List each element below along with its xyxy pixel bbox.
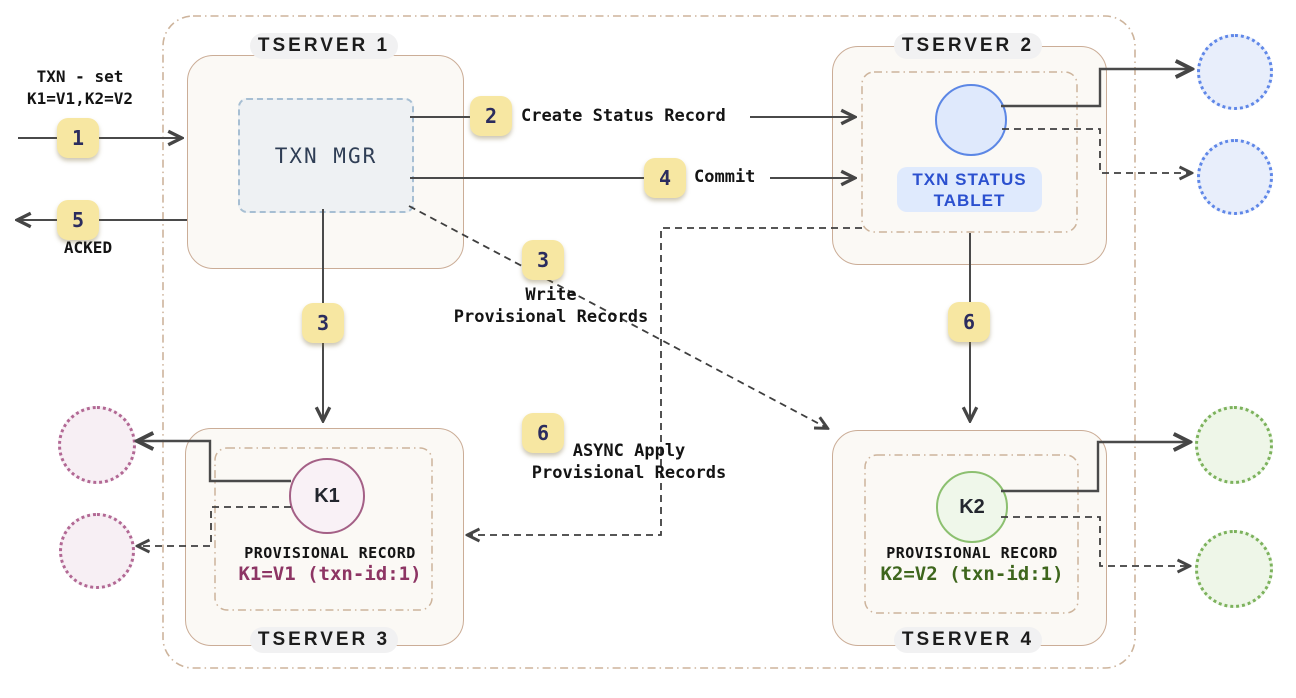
- badge-step3-number: 3: [316, 311, 330, 335]
- async-apply-label: ASYNC Apply Provisional Records: [519, 440, 739, 484]
- acked-label: ACKED: [38, 237, 138, 259]
- write-provisional-line1: Write: [525, 285, 577, 305]
- tserver4-title: TSERVER 4: [894, 627, 1042, 653]
- tserver3-record-heading: PROVISIONAL RECORD: [244, 544, 416, 562]
- commit-label: Commit: [694, 167, 756, 187]
- tserver2-title-label: TSERVER 2: [901, 35, 1035, 56]
- txn-status-tablet-line1: TXN STATUS: [912, 169, 1027, 189]
- tserver4-provisional-record: PROVISIONAL RECORD K2=V2 (txn-id:1): [857, 544, 1087, 587]
- write-provisional-line2: Provisional Records: [453, 307, 649, 327]
- badge-step4-number: 4: [658, 166, 672, 190]
- client-txn-request-line1: TXN - set: [36, 67, 124, 86]
- badge-step3-write: 3: [522, 240, 564, 280]
- txn-status-tablet-circle: [935, 84, 1007, 156]
- badge-step6-vertical: 6: [948, 302, 990, 342]
- client-txn-request-label: TXN - set K1=V1,K2=V2: [5, 66, 155, 110]
- status-replica-circle-1: [1197, 34, 1273, 110]
- async-apply-line1: ASYNC Apply: [572, 441, 686, 461]
- txn-mgr-label: TXN MGR: [274, 143, 378, 168]
- k2-replica-circle-2: [1195, 530, 1273, 608]
- client-txn-request-line2: K1=V1,K2=V2: [27, 89, 133, 108]
- tserver1-title-label: TSERVER 1: [257, 35, 391, 56]
- tserver3-title-label: TSERVER 3: [257, 629, 391, 650]
- status-replica-circle-2: [1197, 139, 1273, 215]
- k2-label: K2: [959, 495, 985, 518]
- txn-mgr-box: TXN MGR: [238, 98, 414, 213]
- badge-step6-number: 6: [962, 310, 976, 334]
- k2-replica-circle-1: [1195, 406, 1273, 484]
- k2-tablet-circle: K2: [936, 471, 1008, 543]
- async-apply-line2: Provisional Records: [531, 463, 727, 483]
- write-provisional-records-label: Write Provisional Records: [431, 284, 671, 328]
- tserver3-title: TSERVER 3: [250, 627, 398, 653]
- tserver1-title: TSERVER 1: [250, 33, 398, 59]
- txn-status-tablet-label: TXN STATUS TABLET: [897, 167, 1042, 212]
- create-status-record-label: Create Status Record: [521, 106, 726, 126]
- acked-text: ACKED: [63, 238, 113, 257]
- badge-step4: 4: [644, 158, 686, 198]
- k1-replica-circle-2: [59, 513, 135, 589]
- badge-step5-number: 5: [71, 208, 85, 232]
- badge-step2: 2: [470, 96, 512, 136]
- badge-step3-vertical: 3: [302, 303, 344, 343]
- tserver4-record-heading: PROVISIONAL RECORD: [886, 544, 1058, 562]
- tserver2-title: TSERVER 2: [894, 33, 1042, 59]
- badge-step2-number: 2: [484, 104, 498, 128]
- tserver3-provisional-record: PROVISIONAL RECORD K1=V1 (txn-id:1): [215, 544, 445, 587]
- k1-replica-circle-1: [58, 406, 136, 484]
- badge-step1-number: 1: [71, 126, 85, 150]
- badge-step5: 5: [57, 200, 99, 240]
- tserver4-title-label: TSERVER 4: [901, 629, 1035, 650]
- k1-label: K1: [314, 484, 340, 507]
- k1-tablet-circle: K1: [289, 458, 365, 534]
- tserver4-record-value: K2=V2 (txn-id:1): [880, 563, 1064, 585]
- badge-step1: 1: [57, 118, 99, 158]
- tserver3-record-value: K1=V1 (txn-id:1): [238, 563, 422, 585]
- badge-step3-write-number: 3: [536, 248, 550, 272]
- txn-status-tablet-line2: TABLET: [933, 190, 1006, 210]
